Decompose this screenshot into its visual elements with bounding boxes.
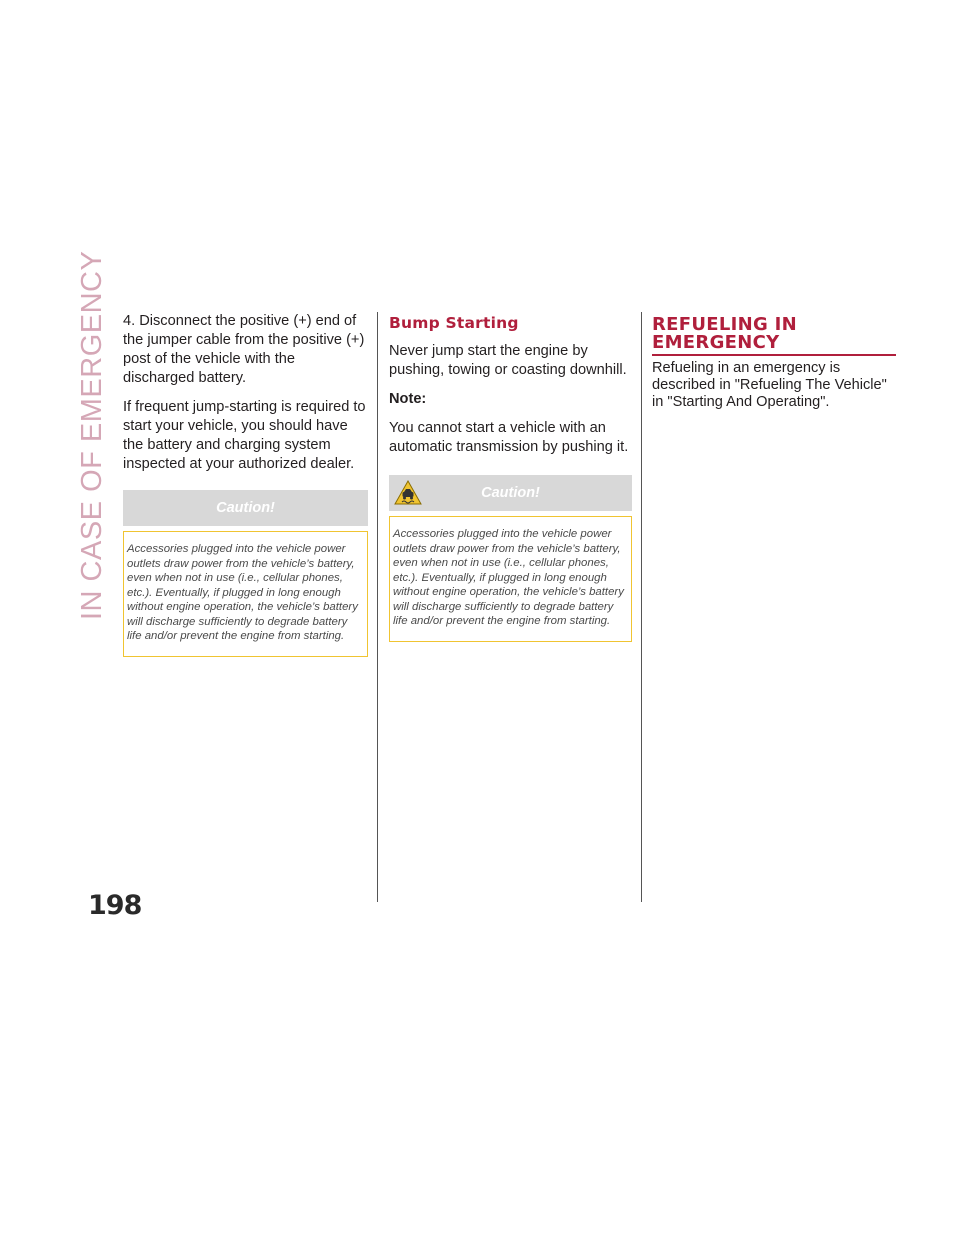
caution-text: Accessories plugged into the vehicle pow…: [389, 516, 632, 642]
jump-start-advice-paragraph: If frequent jump-starting is required to…: [123, 399, 366, 472]
caution-box: Caution! Accessories plugged into the ve…: [389, 475, 632, 642]
page-number: 198: [88, 890, 142, 921]
caution-title: Caution!: [481, 485, 540, 501]
step-4-paragraph: 4. Disconnect the positive (+) end of th…: [123, 313, 365, 386]
heading-line-1: REFUELING IN: [652, 314, 797, 335]
heading-line-2: EMERGENCY: [652, 332, 780, 353]
note-label: Note:: [389, 391, 427, 407]
column-3: REFUELING IN EMERGENCY Refueling in an e…: [652, 312, 896, 421]
caution-header: Caution!: [123, 490, 368, 526]
column-1: 4. Disconnect the positive (+) end of th…: [123, 312, 368, 657]
column-divider: [641, 312, 642, 902]
column-divider: [377, 312, 378, 902]
section-heading: REFUELING IN EMERGENCY: [652, 316, 896, 356]
caution-title: Caution!: [216, 500, 275, 516]
section-heading: Bump Starting: [389, 314, 519, 332]
refueling-paragraph: Refueling in an emergency is described i…: [652, 360, 887, 410]
skidding-car-warning-icon: [394, 479, 422, 505]
caution-text: Accessories plugged into the vehicle pow…: [123, 531, 368, 657]
caution-box: Caution! Accessories plugged into the ve…: [123, 490, 368, 657]
caution-header: Caution!: [389, 475, 632, 511]
column-2: Bump Starting Never jump start the engin…: [389, 312, 632, 642]
chapter-side-label: IN CASE OF EMERGENCY: [76, 250, 108, 620]
note-paragraph: You cannot start a vehicle with an autom…: [389, 420, 629, 455]
bump-start-paragraph: Never jump start the engine by pushing, …: [389, 343, 627, 378]
